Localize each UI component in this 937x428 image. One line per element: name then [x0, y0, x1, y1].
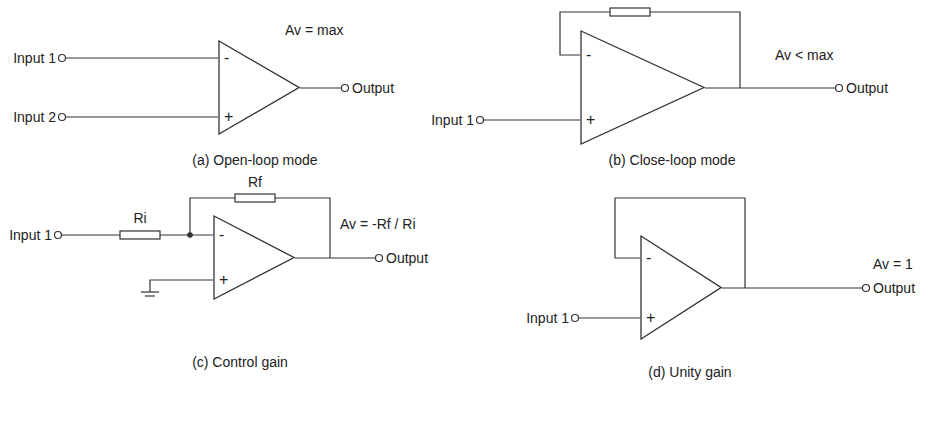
gain-label: Av < max — [775, 47, 834, 64]
input-label: Input 1 — [9, 227, 52, 244]
gain-label: Av = -Rf / Ri — [340, 216, 416, 233]
output-label: Output — [846, 80, 888, 97]
figure-caption: (d) Unity gain — [648, 364, 731, 381]
opamp-triangle: -+ — [218, 40, 300, 135]
figure-caption: (a) Open-loop mode — [192, 152, 317, 169]
inverting-input-sign: - — [646, 250, 651, 266]
opamp-triangle: -+ — [213, 215, 295, 300]
output-label: Output — [873, 280, 915, 297]
output-label: Output — [386, 250, 428, 267]
inverting-input-sign: - — [224, 50, 229, 66]
output-label: Output — [352, 80, 394, 97]
noninverting-input-sign: + — [224, 109, 233, 125]
noninverting-input-sign: + — [219, 272, 228, 288]
input-label: Input 1 — [526, 310, 569, 327]
input-label: Input 1 — [13, 50, 56, 67]
resistor-label: Rf — [248, 174, 262, 191]
gain-label: Av = max — [285, 22, 344, 39]
opamp-outline — [580, 30, 705, 145]
figure-caption: (c) Control gain — [192, 354, 288, 371]
noninverting-input-sign: + — [646, 310, 655, 326]
opamp-triangle: -+ — [640, 235, 722, 340]
inverting-input-sign: - — [219, 227, 224, 243]
input-label: Input 2 — [13, 109, 56, 126]
inverting-input-sign: - — [586, 47, 591, 63]
opamp-triangle: -+ — [580, 30, 705, 145]
figure-caption: (b) Close-loop mode — [609, 152, 736, 169]
gain-label: Av = 1 — [873, 256, 913, 273]
input-label: Input 1 — [431, 112, 474, 129]
resistor-label: Ri — [133, 210, 146, 227]
noninverting-input-sign: + — [586, 112, 595, 128]
